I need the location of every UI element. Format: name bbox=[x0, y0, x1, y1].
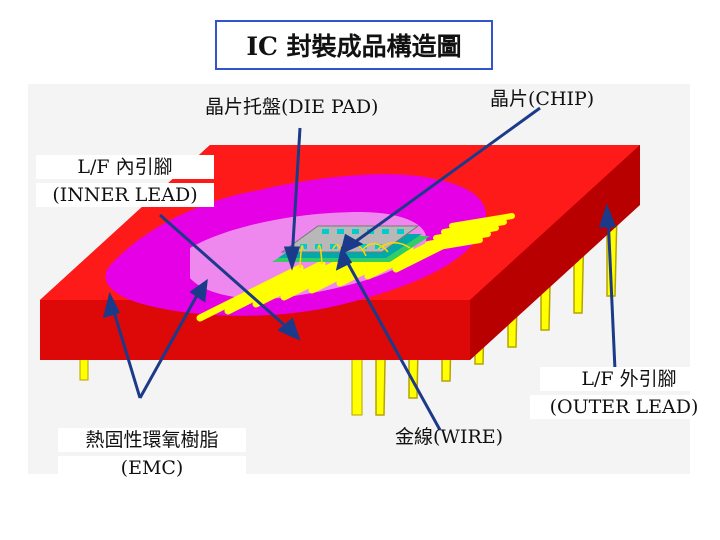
outer-lead bbox=[351, 354, 363, 416]
outer-lead-arrow-head bbox=[598, 203, 617, 228]
inner-lead-label-line1: L/F 內引腳 bbox=[36, 155, 214, 179]
bond-pad bbox=[397, 229, 404, 234]
bond-pad bbox=[352, 229, 359, 234]
emc-arrow-left bbox=[110, 304, 142, 399]
bond-pad bbox=[300, 244, 307, 249]
die-pad-label: 晶片托盤(DIE PAD) bbox=[205, 96, 379, 118]
inner-lead bbox=[224, 260, 326, 315]
emc-arrow-left-head bbox=[102, 291, 121, 319]
chip-arrow-head bbox=[339, 233, 364, 255]
die-pad-arrow-head bbox=[283, 246, 301, 271]
emc-label-line1: 熱固性環氧樹脂 bbox=[58, 428, 246, 452]
bond-pad bbox=[337, 229, 344, 234]
bond-pad bbox=[375, 244, 382, 249]
bond-pad bbox=[360, 244, 367, 249]
callout-arrows bbox=[102, 106, 617, 431]
page-title: IC 封裝成品構造圖 bbox=[215, 20, 493, 70]
inner-lead-arrow bbox=[159, 213, 291, 332]
bond-pad bbox=[322, 229, 329, 234]
gold-wire bbox=[299, 244, 304, 269]
bond-pad bbox=[382, 229, 389, 234]
inner-lead bbox=[433, 225, 499, 241]
emc-arrow-right bbox=[138, 289, 202, 399]
outer-lead-arrow bbox=[606, 214, 617, 371]
body-side bbox=[470, 145, 640, 360]
chip-arrow bbox=[354, 106, 541, 244]
emc-arrow-right-head bbox=[189, 278, 208, 303]
bond-pad bbox=[330, 244, 337, 249]
chip-label: 晶片(CHIP) bbox=[490, 88, 595, 110]
inner-lead bbox=[441, 219, 507, 235]
inner-lead-label-line2: (INNER LEAD) bbox=[36, 183, 214, 207]
wire-arrow bbox=[343, 257, 442, 431]
inner-lead bbox=[417, 237, 483, 253]
body-front bbox=[40, 300, 470, 360]
wire-arrow-head bbox=[335, 246, 353, 271]
die-pad-arrow bbox=[290, 127, 302, 261]
inner-lead bbox=[280, 252, 370, 301]
gold-wire bbox=[317, 244, 323, 265]
outer-lead-label-line2: (OUTER LEAD) bbox=[530, 395, 718, 419]
emc-label-line2: (EMC) bbox=[58, 456, 246, 480]
gold-wire bbox=[377, 242, 411, 250]
gold-wire bbox=[362, 243, 389, 253]
inner-lead bbox=[449, 213, 515, 229]
wire-label: 金線(WIRE) bbox=[395, 426, 504, 448]
outer-lead-label-line1: L/F 外引腳 bbox=[540, 367, 718, 391]
inner-lead-arrow-head bbox=[277, 317, 301, 341]
inner-lead bbox=[425, 231, 491, 247]
inner-lead bbox=[252, 256, 348, 308]
